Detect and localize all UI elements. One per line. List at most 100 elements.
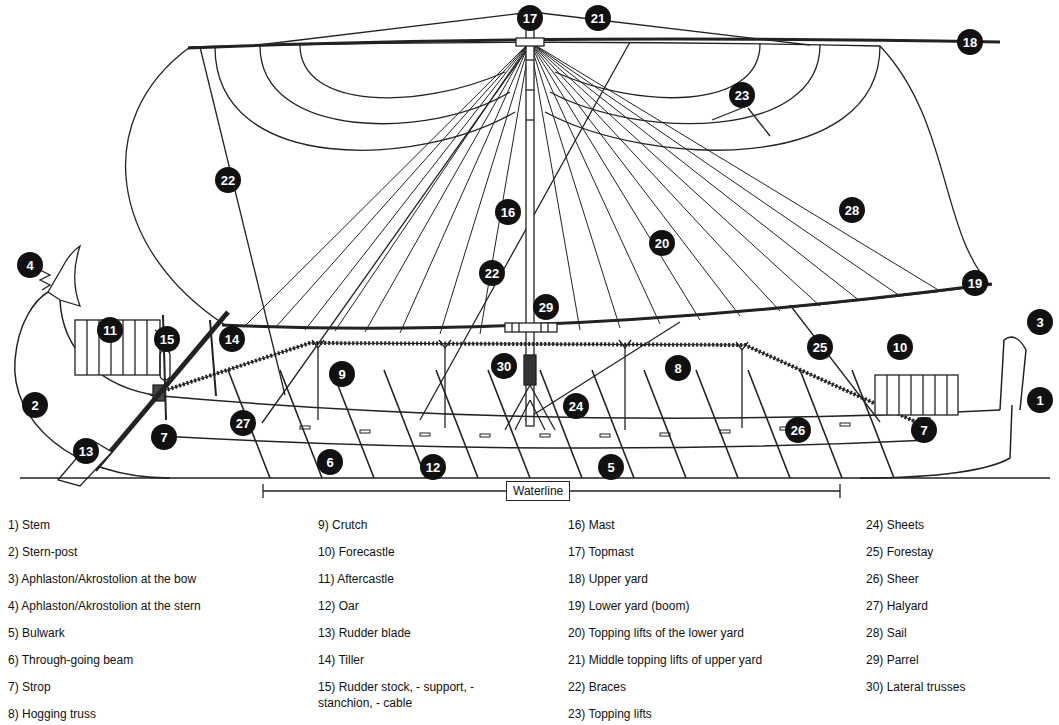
callout-text: 28 [845,204,859,217]
callout-number: 24 [563,393,589,419]
legend-entry: 23) Topping lifts [568,706,652,722]
legend-entry: 25) Forestay [866,544,933,560]
legend-entry: 27) Halyard [866,598,928,614]
callout-text: 17 [523,12,537,25]
topping-lift-line [215,47,515,150]
lower-yard-lift-line [530,42,860,301]
hull-outline [15,292,170,478]
callout-number: 7 [151,424,177,450]
callout-number: 27 [230,410,256,436]
forecastle [910,375,911,415]
callout-text: 16 [501,206,515,219]
callout-text: 15 [160,333,174,346]
crutch [619,340,631,348]
callout-number: 15 [154,326,180,352]
oarport [840,423,850,426]
callout-text: 3 [1036,316,1043,329]
lower-yard-lift-line [530,42,820,306]
legend-entry: 16) Mast [568,517,615,533]
callout-number: 29 [533,294,559,320]
lower-yard-lift-line [530,42,900,296]
legend-entry: 28) Sail [866,625,907,641]
legend-entry: 7) Strop [8,679,51,695]
mast [526,119,534,120]
waterline [262,484,263,498]
topping-lift-line [712,108,742,120]
lower-yard-lift-line [530,42,700,320]
callout-number: 20 [649,230,675,256]
callout-number: 26 [785,417,811,443]
callout-number: 3 [1027,309,1053,335]
lower-yard-lift-line [245,42,940,334]
stern-ornament [40,270,50,290]
callout-text: 12 [426,461,440,474]
callout-number: 21 [585,5,611,31]
forecastle [886,375,887,415]
callout-text: 1 [1036,394,1043,407]
callout-text: 21 [591,12,605,25]
oar [748,370,790,478]
callout-number: 18 [957,29,983,55]
legend-entry: 14) Tiller [318,652,364,668]
legend-entry: 24) Sheets [866,517,924,533]
legend-entry: 15) Rudder stock, - support, - stanchion… [318,679,508,711]
legend-entry: 1) Stem [8,517,50,533]
callout-number: 11 [97,317,123,343]
callout-number: 5 [598,454,624,480]
lower-yard-lift-line [400,42,530,333]
aftercastle [134,320,135,375]
forecastle [934,375,935,415]
legend-entry: 6) Through-going beam [8,652,133,668]
callout-text: 9 [338,368,345,381]
callout-text: 8 [674,362,681,375]
legend-entry: 18) Upper yard [568,571,648,587]
lower-yard-lift-line [480,42,530,334]
callout-text: 20 [655,237,669,250]
rudder [210,320,216,396]
stern-ornament [48,246,80,306]
oarport [720,430,730,433]
lateral-truss [530,385,555,430]
parrel [505,323,557,332]
forecastle [875,375,958,415]
legend-entry: 4) Aphlaston/Akrostolion at the stern [8,598,201,614]
hull-outline [15,292,1026,478]
callout-text: 26 [791,424,805,437]
callout-text: 7 [920,424,927,437]
callout-text: 2 [31,399,38,412]
callout-number: 2 [22,392,48,418]
oarport [240,421,850,437]
callout-text: 5 [607,461,614,474]
callout-number: 6 [317,449,343,475]
sail-shape [126,42,990,328]
hull-outline [60,300,160,396]
callout-text: 18 [963,36,977,49]
hull-outline [860,405,1012,478]
legend-entry: 26) Sheer [866,571,919,587]
lower-yard-lift-line [530,42,580,330]
mast [516,38,544,46]
oar [488,370,530,478]
lateral-truss [515,400,530,430]
rigging-line [420,42,630,420]
oar [384,370,426,478]
parrel [505,323,557,332]
callout-number: 14 [219,326,245,352]
strop [153,385,930,436]
oarport [420,433,430,436]
legend-entry: 5) Bulwark [8,625,65,641]
legend-entry: 22) Braces [568,679,626,695]
legend-entry: 13) Rudder blade [318,625,411,641]
callout-text: 13 [79,445,93,458]
callout-text: 27 [236,417,250,430]
lower-yard-lift-line [530,42,740,316]
callout-number: 9 [329,361,355,387]
lower-yard-lift-line [440,42,530,334]
oarport [480,434,490,437]
legend-entry: 21) Middle topping lifts of upper yard [568,652,762,668]
legend-entry: 9) Crutch [318,517,367,533]
waterline [20,477,1050,478]
rigging-line [200,47,285,395]
rigging-line [525,322,680,420]
